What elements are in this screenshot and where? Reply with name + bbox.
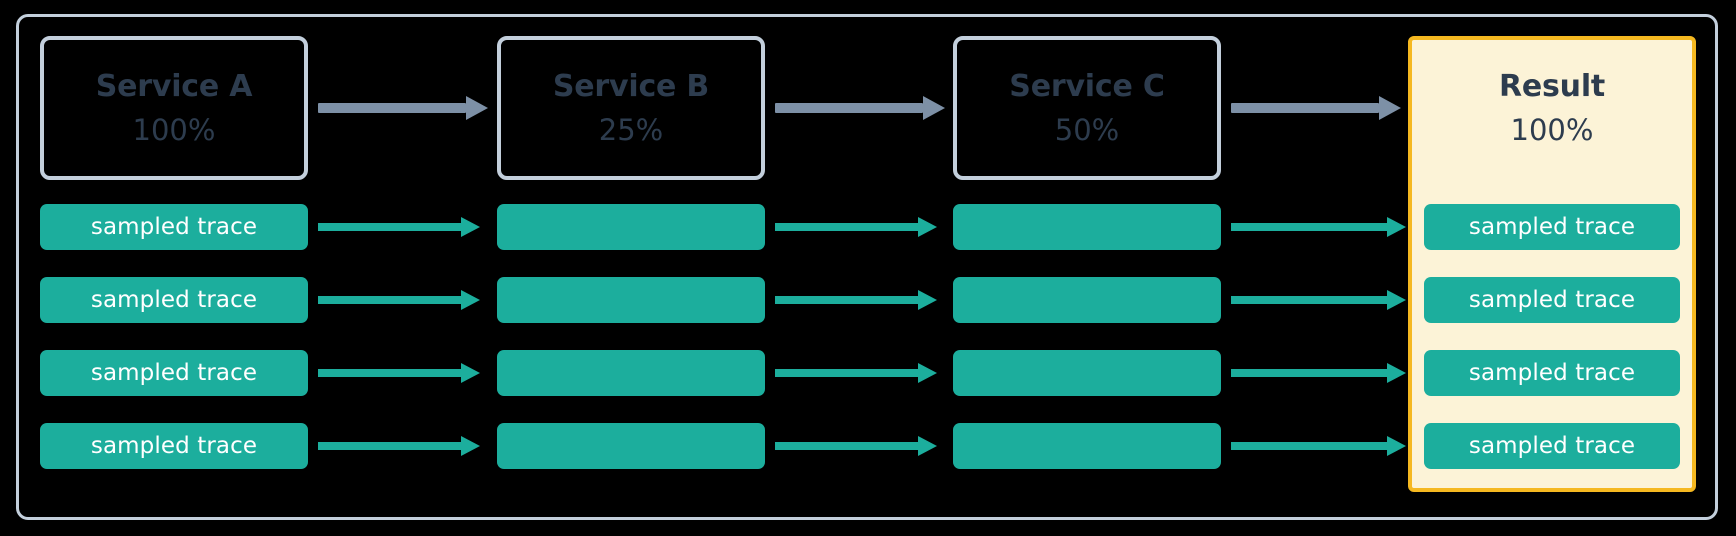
row-3-arrow-a-to-b bbox=[318, 363, 480, 383]
row-4-arrow-c-to-result bbox=[1231, 436, 1406, 456]
result-percent: 100% bbox=[1510, 112, 1594, 147]
service-box-service-b[interactable]: Service B 25% bbox=[497, 36, 765, 180]
trace-chip-a-2[interactable]: sampled trace bbox=[40, 277, 308, 323]
trace-chip-c-1[interactable] bbox=[953, 204, 1221, 250]
arrow-head-icon bbox=[461, 363, 480, 383]
result-highlight-column bbox=[1408, 36, 1696, 492]
trace-chip-a-4[interactable]: sampled trace bbox=[40, 423, 308, 469]
trace-chip-result-2[interactable]: sampled trace bbox=[1424, 277, 1680, 323]
service-a-percent: 100% bbox=[132, 112, 216, 147]
arrow-head-icon bbox=[918, 217, 937, 237]
service-box-service-c[interactable]: Service C 50% bbox=[953, 36, 1221, 180]
arrow-head-icon bbox=[918, 436, 937, 456]
arrow-right-icon bbox=[318, 442, 461, 450]
row-1-arrow-a-to-b bbox=[318, 217, 480, 237]
arrow-right-icon bbox=[1231, 103, 1379, 113]
arrow-right-icon bbox=[775, 296, 918, 304]
arrow-head-icon bbox=[1379, 96, 1401, 120]
service-a-name: Service A bbox=[95, 68, 253, 104]
row-3-arrow-c-to-result bbox=[1231, 363, 1406, 383]
arrow-right-icon bbox=[775, 369, 918, 377]
arrow-right-icon bbox=[318, 103, 466, 113]
trace-chip-c-2[interactable] bbox=[953, 277, 1221, 323]
result-name: Result bbox=[1498, 68, 1606, 104]
row-2-arrow-a-to-b bbox=[318, 290, 480, 310]
arrow-right-icon bbox=[318, 296, 461, 304]
arrow-right-icon bbox=[1231, 296, 1387, 304]
header-arrow-b-to-c bbox=[775, 96, 945, 120]
arrow-head-icon bbox=[461, 290, 480, 310]
arrow-right-icon bbox=[775, 103, 923, 113]
diagram-outer-frame bbox=[16, 14, 1718, 520]
row-1-arrow-b-to-c bbox=[775, 217, 937, 237]
service-b-percent: 25% bbox=[598, 112, 664, 147]
service-c-name: Service C bbox=[1009, 68, 1165, 104]
trace-chip-b-1[interactable] bbox=[497, 204, 765, 250]
header-arrow-a-to-b bbox=[318, 96, 488, 120]
trace-chip-c-4[interactable] bbox=[953, 423, 1221, 469]
arrow-head-icon bbox=[1387, 363, 1406, 383]
trace-chip-a-1[interactable]: sampled trace bbox=[40, 204, 308, 250]
arrow-right-icon bbox=[1231, 442, 1387, 450]
arrow-head-icon bbox=[1387, 217, 1406, 237]
arrow-right-icon bbox=[1231, 369, 1387, 377]
row-4-arrow-b-to-c bbox=[775, 436, 937, 456]
arrow-head-icon bbox=[1387, 290, 1406, 310]
trace-chip-c-3[interactable] bbox=[953, 350, 1221, 396]
arrow-head-icon bbox=[461, 217, 480, 237]
arrow-head-icon bbox=[918, 290, 937, 310]
arrow-head-icon bbox=[461, 436, 480, 456]
arrow-right-icon bbox=[775, 223, 918, 231]
trace-chip-result-3[interactable]: sampled trace bbox=[1424, 350, 1680, 396]
trace-chip-b-4[interactable] bbox=[497, 423, 765, 469]
row-4-arrow-a-to-b bbox=[318, 436, 480, 456]
arrow-right-icon bbox=[775, 442, 918, 450]
service-box-service-a[interactable]: Service A 100% bbox=[40, 36, 308, 180]
service-b-name: Service B bbox=[552, 68, 710, 104]
arrow-head-icon bbox=[923, 96, 945, 120]
row-2-arrow-b-to-c bbox=[775, 290, 937, 310]
trace-chip-a-3[interactable]: sampled trace bbox=[40, 350, 308, 396]
arrow-right-icon bbox=[1231, 223, 1387, 231]
header-arrow-c-to-result bbox=[1231, 96, 1401, 120]
service-box-result[interactable]: Result 100% bbox=[1408, 36, 1696, 180]
arrow-head-icon bbox=[918, 363, 937, 383]
trace-chip-result-4[interactable]: sampled trace bbox=[1424, 423, 1680, 469]
trace-chip-b-2[interactable] bbox=[497, 277, 765, 323]
arrow-right-icon bbox=[318, 223, 461, 231]
row-2-arrow-c-to-result bbox=[1231, 290, 1406, 310]
trace-chip-b-3[interactable] bbox=[497, 350, 765, 396]
arrow-right-icon bbox=[318, 369, 461, 377]
arrow-head-icon bbox=[1387, 436, 1406, 456]
row-3-arrow-b-to-c bbox=[775, 363, 937, 383]
arrow-head-icon bbox=[466, 96, 488, 120]
service-c-percent: 50% bbox=[1054, 112, 1120, 147]
row-1-arrow-c-to-result bbox=[1231, 217, 1406, 237]
trace-chip-result-1[interactable]: sampled trace bbox=[1424, 204, 1680, 250]
